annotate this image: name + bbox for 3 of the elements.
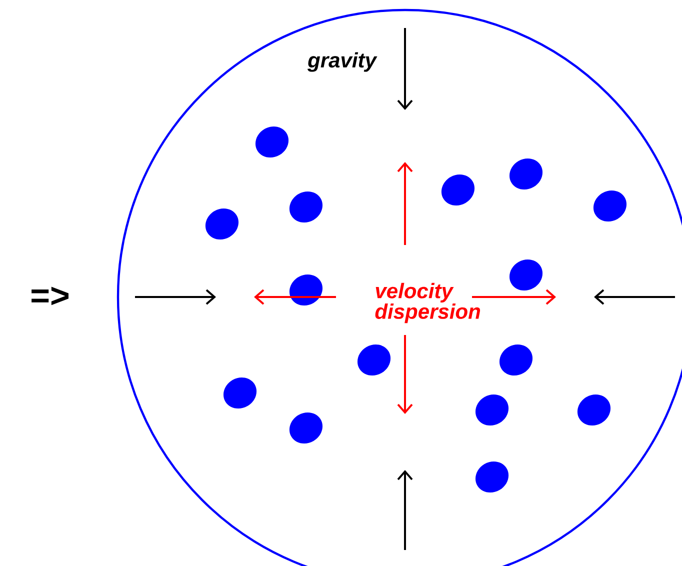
arrow-symbol-text: => bbox=[32, 286, 68, 306]
label-text: gravity bbox=[308, 52, 378, 72]
label-text: velocity dispersion bbox=[375, 282, 480, 324]
